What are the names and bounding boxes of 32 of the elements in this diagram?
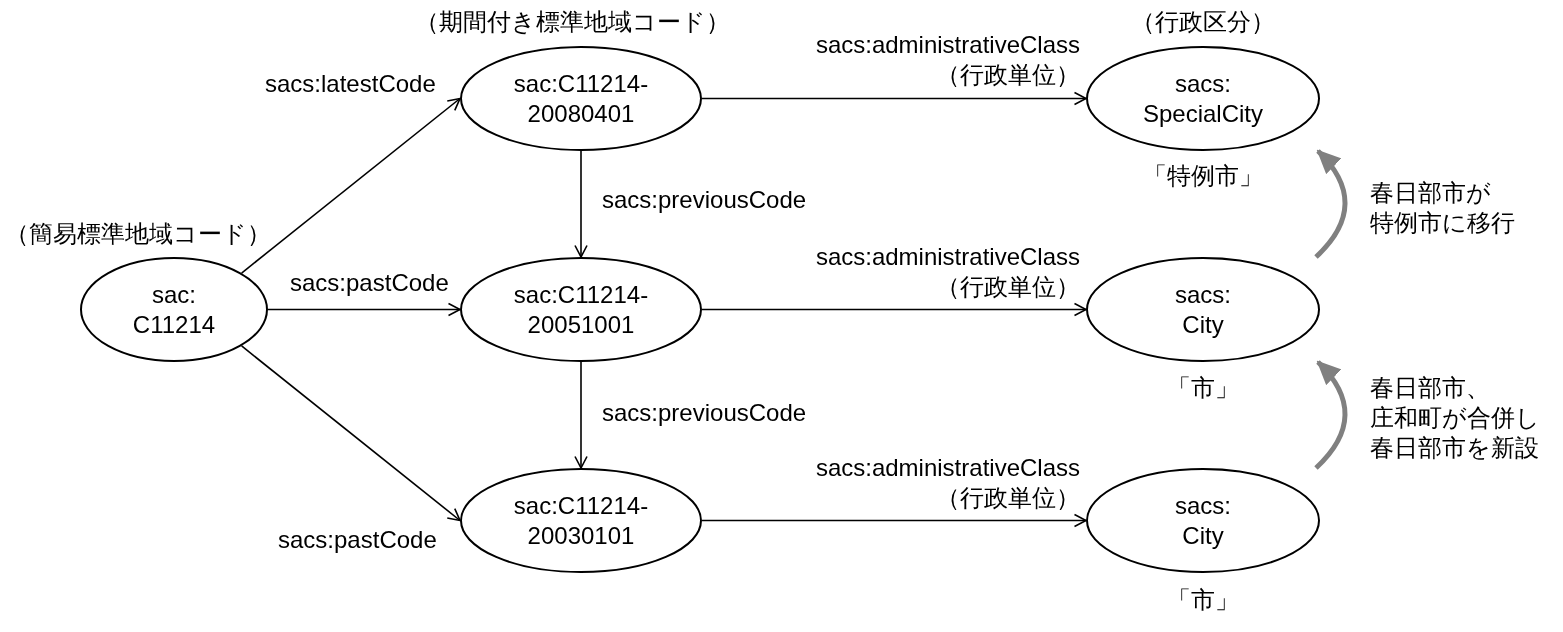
curved-arrow [1314,360,1348,470]
curved-arrow [1314,149,1348,259]
node-text: sac:C11214- 20051001 [512,279,650,340]
node-caption: 「特例市」 [1143,161,1263,191]
node-caption: （行政区分） [1131,7,1275,37]
node-text: sac: C11214 [131,279,217,340]
arrow [574,150,588,258]
ellipse-node [80,257,268,362]
arrow [701,91,1087,106]
arrow [574,361,588,469]
edge-label: 春日部市が特例市に移行 [1370,178,1515,238]
arrow [701,513,1087,528]
ellipse-node [1086,46,1320,151]
ellipse-node [1086,468,1320,573]
node-caption: （期間付き標準地域コード） [414,7,730,37]
node-text: sac:C11214- 20080401 [512,68,650,129]
node-text: sacs: SpecialCity [1141,68,1264,129]
edge-label: 春日部市、庄和町が合併し春日部市を新設 [1370,373,1540,463]
node-text: sacs: City [1174,490,1232,551]
node-caption: （簡易標準地域コード） [5,219,271,249]
arrow [267,302,461,317]
node-text: sacs: City [1174,279,1232,340]
arrow [701,302,1087,317]
node-text: sac:C11214- 20030101 [512,490,650,551]
ellipse-node [460,468,702,573]
ellipse-node [460,46,702,151]
arrow [240,97,461,274]
node-caption: 「市」 [1167,585,1239,615]
arrow [240,345,461,522]
node-caption: 「市」 [1167,373,1239,403]
ellipse-node [1086,257,1320,362]
ellipse-node [460,257,702,362]
